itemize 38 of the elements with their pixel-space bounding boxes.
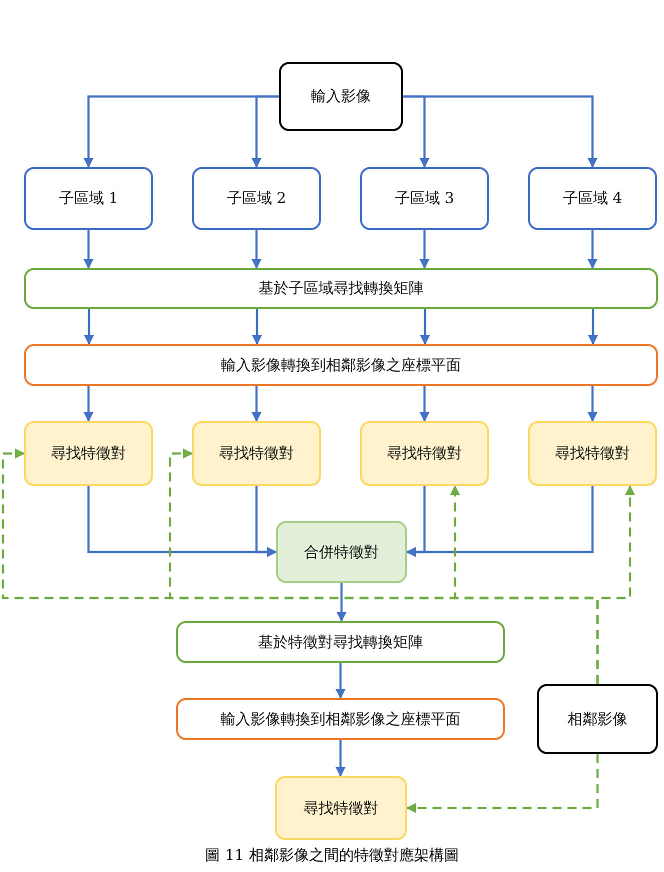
arrow <box>420 230 430 269</box>
arrow <box>336 740 346 777</box>
process-box: 尋找特徵對 <box>275 776 407 840</box>
arrow <box>406 486 594 557</box>
figure-caption: 圖 11 相鄰影像之間的特徵對應架構圖 <box>205 846 459 864</box>
process-box: 基於子區域尋找轉換矩陣 <box>24 268 658 309</box>
process-box: 輸入影像轉換到相鄰影像之座標平面 <box>24 344 658 386</box>
process-box: 子區域 2 <box>192 167 321 230</box>
arrow <box>336 663 346 699</box>
arrow <box>588 230 598 269</box>
process-box: 尋找特徵對 <box>528 421 657 486</box>
arrow <box>596 485 635 684</box>
arrow <box>406 754 599 813</box>
process-box: 輸入影像轉換到相鄰影像之座標平面 <box>176 698 505 740</box>
arrow <box>588 309 598 345</box>
process-box: 尋找特徵對 <box>24 421 153 486</box>
process-box: 子區域 4 <box>528 167 657 230</box>
arrow <box>84 386 94 422</box>
input-image-box: 相鄰影像 <box>537 684 658 754</box>
arrow <box>84 230 94 269</box>
arrow <box>252 386 262 422</box>
arrow <box>420 386 430 422</box>
process-box: 子區域 3 <box>360 167 489 230</box>
arrow <box>420 309 430 345</box>
arrow <box>252 230 262 269</box>
arrow <box>252 95 279 168</box>
process-box: 子區域 1 <box>24 167 153 230</box>
input-image-box: 輸入影像 <box>279 62 403 131</box>
arrow <box>252 309 262 345</box>
process-box: 尋找特徵對 <box>192 421 321 486</box>
process-box: 基於特徵對尋找轉換矩陣 <box>176 621 505 663</box>
arrow <box>84 309 94 345</box>
arrow <box>588 386 598 422</box>
arrow <box>255 486 277 557</box>
arrow <box>336 583 346 622</box>
process-box: 合併特徵對 <box>276 521 407 583</box>
process-box: 尋找特徵對 <box>360 421 489 486</box>
arrow <box>403 95 598 168</box>
